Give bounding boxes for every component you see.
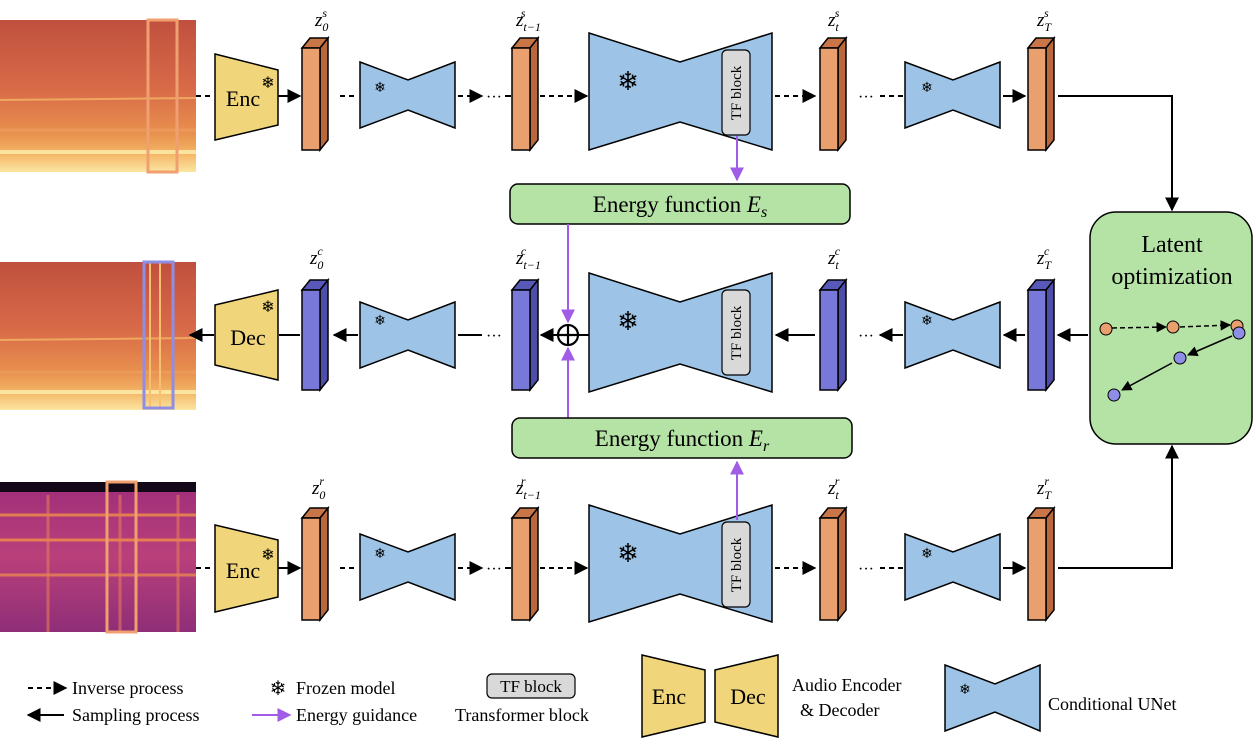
label-ztc: ztc	[827, 244, 841, 272]
latent-ztc	[818, 277, 848, 393]
snowflake-icon: ❄	[959, 683, 971, 698]
snowflake-icon: ❄	[374, 81, 386, 96]
latent-zTc	[1026, 277, 1056, 393]
ellipsis: ···	[486, 561, 502, 578]
decoder-block	[214, 289, 279, 381]
legend-tf-block: TF block	[500, 677, 562, 696]
snowflake-icon: ❄	[261, 299, 274, 316]
unet-small-4	[904, 300, 1001, 370]
legend-frozen: Frozen model	[296, 678, 395, 698]
snowflake-icon: ❄	[374, 314, 386, 329]
label-zts: zts	[827, 6, 840, 34]
unet-small-3	[359, 300, 456, 370]
label-z0c: z0c	[309, 244, 323, 272]
energy-r-sub: r	[763, 438, 770, 455]
label-ztm1c: zt−1c	[515, 244, 541, 272]
encoder-block	[214, 53, 279, 141]
snowflake-icon: ❄	[617, 307, 639, 336]
latent-z0s	[300, 35, 330, 153]
latent-zts	[818, 35, 848, 153]
unet-small-6	[904, 532, 1001, 602]
content-spectrogram	[0, 260, 197, 410]
tf-block-label: TF block	[729, 65, 745, 120]
svg-text:Energy function Er: Energy function Er	[595, 426, 770, 455]
snowflake-icon: ❄	[261, 75, 274, 92]
tf-block-3	[721, 521, 751, 608]
legend: Inverse process Sampling process ❄ Froze…	[26, 654, 1177, 738]
ellipsis: ···	[858, 328, 874, 345]
label-zTr: zTr	[1036, 474, 1052, 502]
energy-guidance: Energy function Es Energy function Er	[509, 136, 853, 520]
label-z0s: z0s	[314, 6, 328, 34]
label-zTc: zTc	[1036, 244, 1052, 272]
latent-zt-1c	[510, 277, 540, 393]
sum-node	[556, 323, 580, 347]
legend-enc: Enc	[652, 684, 686, 709]
decoder-label: Dec	[230, 325, 266, 350]
legend-unet: Conditional UNet	[1048, 694, 1177, 714]
label-z0r: z0r	[311, 474, 325, 502]
row-source: Enc ❄ ❄ ··· ❄ TF block ···	[196, 31, 1179, 212]
row-reference: Enc ❄ ❄ ··· ❄ TF block ···	[196, 444, 1179, 624]
label-ztm1s: zt−1s	[515, 6, 541, 34]
legend-transformer: Transformer block	[455, 705, 589, 725]
unet-small-2	[904, 60, 1001, 130]
latent-ztr	[818, 505, 848, 623]
latent-zt-1s	[510, 35, 540, 153]
latent-z0r	[300, 505, 330, 623]
legend-energy: Energy guidance	[296, 705, 417, 725]
energy-function-s	[509, 183, 851, 225]
tf-block-label: TF block	[729, 305, 745, 360]
tf-block-2	[721, 289, 751, 376]
latent-labels: z0s zt−1s zts zTs z0c zt−1c ztc zTc z0r …	[309, 6, 1052, 502]
snowflake-icon: ❄	[617, 539, 639, 568]
snowflake-icon: ❄	[921, 314, 933, 329]
legend-sampling: Sampling process	[72, 705, 200, 725]
snowflake-icon: ❄	[921, 547, 933, 562]
tf-block-1	[721, 49, 751, 136]
energy-r-text: Energy function	[595, 426, 749, 451]
source-spectrogram	[0, 18, 197, 174]
energy-r-var: E	[748, 426, 763, 451]
reference-spectrogram	[0, 480, 196, 634]
ellipsis: ···	[486, 89, 502, 106]
latent-zTs	[1026, 35, 1056, 153]
label-ztr: ztr	[827, 474, 840, 502]
latent-zt-1r	[510, 505, 540, 623]
snowflake-icon: ❄	[617, 67, 639, 96]
energy-s-var: E	[746, 192, 761, 217]
snowflake-icon: ❄	[270, 678, 287, 700]
snowflake-icon: ❄	[261, 547, 274, 564]
ellipsis: ···	[858, 561, 874, 578]
snowflake-icon: ❄	[374, 547, 386, 562]
legend-inverse: Inverse process	[72, 678, 183, 698]
legend-audio2: & Decoder	[800, 700, 879, 720]
encoder-label: Enc	[226, 86, 260, 111]
row-content: Dec ❄ ❄ ··· ❄ TF block	[188, 271, 1088, 394]
latent-line1: Latent	[1141, 232, 1203, 258]
latent-optimization-box: Latent optimization	[1089, 211, 1253, 445]
latent-zTr	[1026, 505, 1056, 623]
svg-text:Energy function Es: Energy function Es	[593, 192, 767, 221]
energy-s-text: Energy function	[593, 192, 747, 217]
ellipsis: ···	[486, 328, 502, 345]
legend-dec: Dec	[730, 684, 766, 709]
ellipsis: ···	[858, 89, 874, 106]
label-ztm1r: zt−1r	[515, 474, 541, 502]
latent-line2: optimization	[1111, 264, 1232, 290]
latent-z0c	[300, 277, 330, 393]
label-zTs: zTs	[1036, 6, 1052, 34]
unet-small-5	[359, 532, 456, 602]
tf-block-label: TF block	[729, 537, 745, 592]
energy-function-r	[511, 417, 853, 459]
encoder-block-2	[214, 524, 279, 613]
snowflake-icon: ❄	[921, 81, 933, 96]
energy-s-sub: s	[761, 204, 767, 221]
legend-audio1: Audio Encoder	[792, 675, 901, 695]
encoder-label: Enc	[226, 558, 260, 583]
